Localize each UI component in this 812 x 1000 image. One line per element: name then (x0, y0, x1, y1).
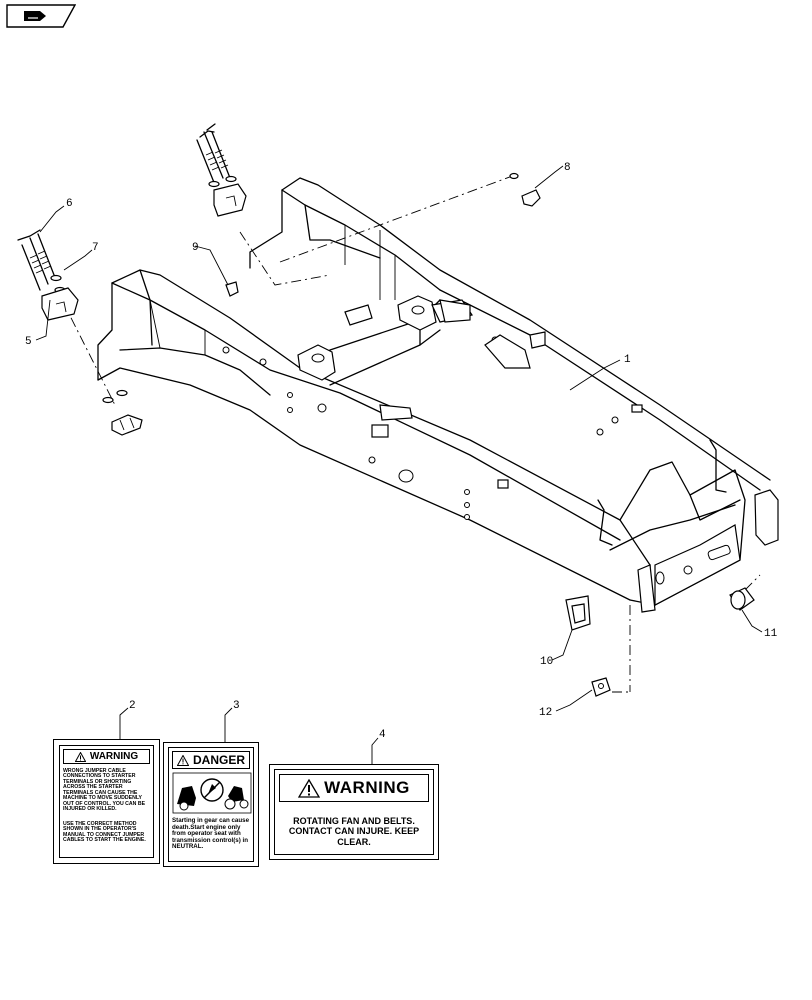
decal-fan-text: ROTATING FAN AND BELTS. CONTACT CAN INJU… (288, 816, 420, 847)
frame-assembly (97, 177, 779, 613)
callout-4: 4 (379, 729, 386, 741)
decal-fan-header: WARNING (324, 778, 410, 797)
decal-jumper-text-2: USE THE CORRECT METHOD SHOWN IN THE OPER… (63, 821, 146, 844)
callout-7: 7 (92, 242, 99, 254)
decal-danger-starting: DANGER Starting in gear can cause death.… (163, 742, 259, 867)
warning-triangle-icon (176, 754, 189, 766)
decal-rotating-fan-warning: WARNING ROTATING FAN AND BELTS. CONTACT … (269, 764, 439, 860)
arrow-icon (24, 11, 46, 21)
callout-10: 10 (540, 656, 553, 668)
callout-2: 2 (129, 700, 136, 712)
navigation-button[interactable] (6, 4, 77, 28)
warning-triangle-icon (298, 778, 321, 798)
callout-6: 6 (66, 198, 73, 210)
decal-jumper-header: WARNING (89, 751, 139, 762)
bolt-set-upper (196, 123, 247, 217)
callout-12: 12 (539, 707, 552, 719)
callout-1: 1 (624, 354, 631, 366)
decal-danger-text: Starting in gear can cause death.Start e… (172, 817, 250, 850)
decal-jumper-cable-warning: WARNING WRONG JUMPER CABLE CONNECTIONS T… (53, 739, 160, 864)
callout-3: 3 (233, 700, 240, 712)
callout-8: 8 (564, 162, 571, 174)
callout-5: 5 (25, 336, 32, 348)
warning-triangle-icon (74, 751, 86, 762)
decal-jumper-text-1: WRONG JUMPER CABLE CONNECTIONS TO STARTE… (63, 768, 146, 813)
bolt-set-lower (17, 229, 79, 321)
decal-danger-header: DANGER (192, 753, 245, 767)
callout-11: 11 (764, 628, 778, 640)
tractor-pictogram-icon (172, 772, 252, 814)
callout-9: 9 (192, 242, 199, 254)
